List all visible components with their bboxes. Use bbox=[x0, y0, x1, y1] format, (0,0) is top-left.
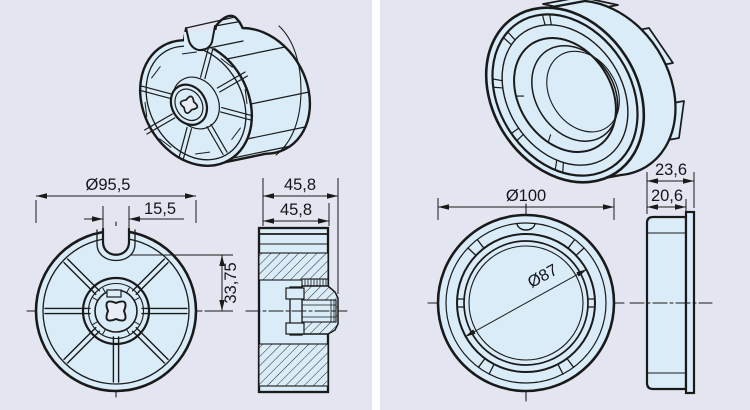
dim-wheel-notch-width: 15,5 bbox=[144, 200, 176, 218]
wheel-section-view bbox=[245, 226, 348, 394]
wheel-front-dimensions bbox=[35, 193, 233, 312]
ring-inner-diameter-circle bbox=[456, 233, 596, 373]
dim-wheel-outer-diameter: Ø95,5 bbox=[86, 176, 131, 194]
wheel-hub bbox=[81, 276, 151, 346]
dim-wheel-notch-depth: 33,75 bbox=[222, 262, 240, 303]
dim-wheel-body-depth: 45,8 bbox=[280, 201, 312, 219]
wheel-3d-hub bbox=[169, 83, 209, 126]
hub-keyway bbox=[106, 289, 122, 298]
dim-wheel-overall-depth: 45,8 bbox=[284, 176, 316, 194]
dim-ring-overall-depth: 23,6 bbox=[655, 161, 687, 179]
dim-ring-outer-diameter: Ø100 bbox=[506, 187, 546, 205]
ring-front-dimensions bbox=[437, 198, 615, 338]
wheel-3d-spline-hole bbox=[179, 95, 199, 114]
ring-adapter-drawing: Ø100 Ø87 23,6 20,6 bbox=[427, 0, 713, 402]
wheel-section-dimensions bbox=[262, 178, 339, 294]
ring-side-dimensions bbox=[646, 172, 695, 214]
ring-adapter-panel: Ø100 Ø87 23,6 20,6 bbox=[380, 0, 750, 410]
wheel-spline-hole bbox=[105, 300, 127, 322]
wheel-3d-view bbox=[138, 14, 312, 167]
ring-side-view bbox=[629, 210, 713, 395]
section-hatch-lower bbox=[258, 343, 329, 387]
panel-divider bbox=[372, 0, 380, 410]
wheel-front-view bbox=[26, 221, 207, 401]
ring-3d-view bbox=[484, 0, 685, 184]
wheel-adapter-panel: Ø95,5 15,5 33,75 bbox=[0, 0, 372, 410]
dim-ring-body-depth: 20,6 bbox=[651, 187, 683, 205]
ring-top-bump bbox=[516, 223, 536, 231]
wheel-adapter-drawing: Ø95,5 15,5 33,75 bbox=[26, 14, 348, 401]
ring-3d-opening bbox=[513, 37, 617, 153]
section-hatch-upper bbox=[258, 252, 329, 281]
wheel-notch bbox=[101, 227, 131, 256]
